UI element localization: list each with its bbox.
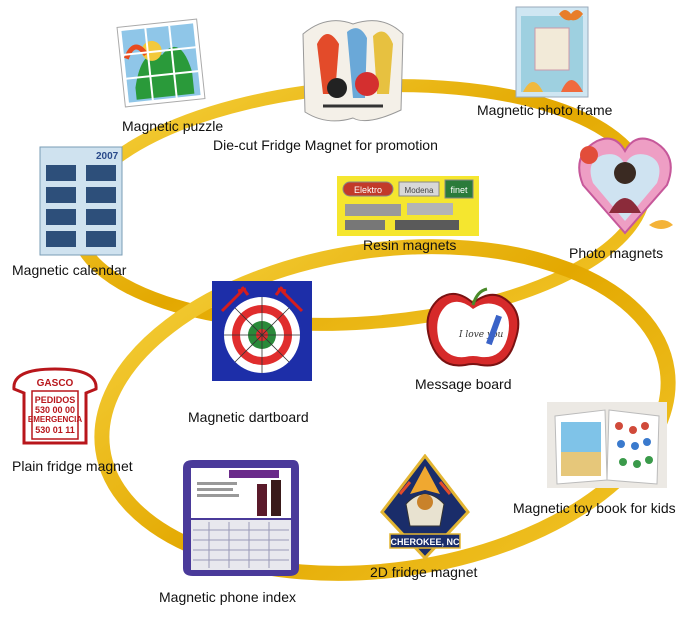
svg-text:CHEROKEE, NC: CHEROKEE, NC (390, 537, 460, 547)
gasco-line1: PEDIDOS (34, 395, 76, 405)
die-cut-label: Die-cut Fridge Magnet for promotion (213, 137, 438, 153)
puzzle-label: Magnetic puzzle (122, 118, 224, 134)
heart-photo-icon (578, 137, 673, 235)
lower-orbit (94, 239, 676, 581)
svg-text:finet: finet (450, 185, 468, 195)
die-cut-image (297, 14, 409, 126)
phone-index-image (179, 458, 303, 578)
svg-text:Modena: Modena (405, 186, 434, 195)
svg-text:I love you: I love you (458, 330, 503, 340)
gasco-line3: EMERGENCIA (27, 415, 83, 424)
gasco-line2: 530 00 00 (34, 405, 76, 415)
2d-magnet-label: 2D fridge magnet (370, 564, 478, 580)
puzzle-image (113, 15, 209, 111)
resin-label: Resin magnets (363, 237, 457, 253)
toy-book-image (547, 402, 667, 488)
cherokee-badge-icon: CHEROKEE, NC (380, 454, 470, 561)
svg-text:Elektro: Elektro (354, 185, 382, 195)
photo-magnets-label: Photo magnets (569, 245, 664, 261)
puzzle-icon (116, 18, 206, 108)
photo-frame-label: Magnetic photo frame (477, 102, 613, 118)
photo-frame-image (515, 6, 589, 98)
photo-magnets-image (575, 125, 675, 237)
apple-board-icon: I love you (426, 287, 520, 367)
phone-index-label: Magnetic phone index (159, 589, 296, 605)
telephone-magnet-icon (12, 367, 98, 445)
plain-magnet-image: GASCO PEDIDOS 530 00 00 EMERGENCIA 530 0… (4, 363, 106, 449)
message-board-label: Message board (415, 376, 512, 392)
die-cut-birds-icon (302, 20, 404, 122)
dartboard-image (212, 281, 312, 381)
phone-index-icon (183, 460, 299, 576)
2d-magnet-image: CHEROKEE, NC (380, 454, 470, 562)
message-board-image: I love you (425, 287, 521, 371)
calendar-label: Magnetic calendar (12, 262, 127, 278)
dartboard-icon (212, 281, 312, 381)
calendar-image: 2007 (36, 145, 126, 257)
resin-badges-icon: Elektro Modena finet (337, 176, 479, 236)
plain-magnet-label: Plain fridge magnet (12, 458, 133, 474)
toy-book-label: Magnetic toy book for kids (513, 500, 676, 516)
gasco-line4: 530 01 11 (35, 425, 75, 435)
toy-book-icon (547, 402, 667, 488)
photo-frame-icon (515, 6, 589, 98)
gasco-brand: GASCO (36, 378, 74, 389)
calendar-icon: 2007 (39, 146, 123, 256)
resin-image: Elektro Modena finet (337, 176, 479, 236)
svg-text:2007: 2007 (96, 151, 119, 162)
dartboard-label: Magnetic dartboard (188, 409, 309, 425)
